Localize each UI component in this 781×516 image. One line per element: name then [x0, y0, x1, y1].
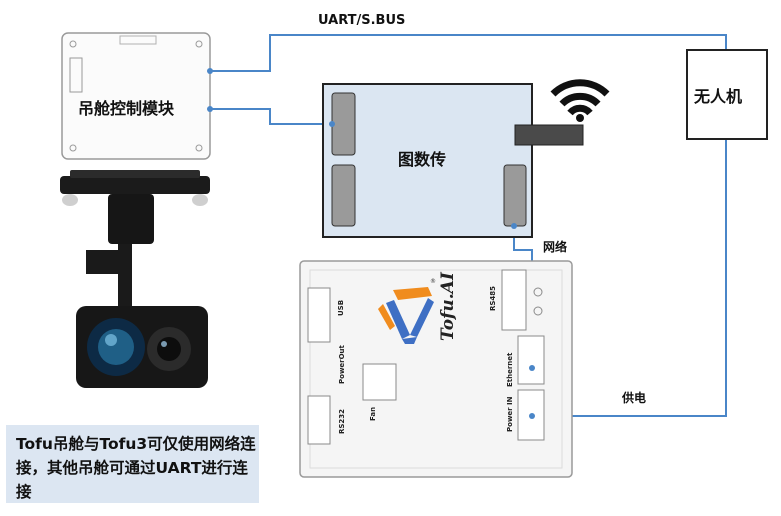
- module-port-net: [207, 106, 213, 112]
- port-label-ethernet: Ethernet: [506, 352, 514, 387]
- drone-label: 无人机: [694, 87, 743, 106]
- drone-box: [686, 49, 768, 140]
- power-label: 供电: [622, 391, 647, 405]
- transmitter-port-bottom: [511, 223, 517, 229]
- power-in-port-dot: [529, 413, 535, 419]
- port-label-usb: USB: [337, 299, 345, 316]
- wire-module-to-transmitter: [212, 108, 332, 125]
- port-label-power-out: PowerOut: [338, 345, 346, 384]
- port-label-rs485: RS485: [489, 285, 497, 311]
- port-label-power-in: Power IN: [506, 396, 514, 432]
- note-box: Tofu吊舱与Tofu3可仅使用网络连接，其他吊舱可通过UART进行连接: [6, 425, 259, 503]
- image-transmitter: [322, 83, 584, 238]
- brand-logo-text: Tofu.AI: [438, 272, 458, 341]
- gimbal-control-module: [61, 32, 213, 160]
- note-text: Tofu吊舱与Tofu3可仅使用网络连接，其他吊舱可通过UART进行连接: [16, 435, 256, 501]
- port-label-fan: Fan: [369, 406, 377, 421]
- wire-uart-sbus: [212, 34, 727, 72]
- ethernet-port-dot: [529, 365, 535, 371]
- tofu-main-unit: [299, 260, 573, 478]
- transmitter-port-left: [329, 121, 335, 127]
- module-port-uart: [207, 68, 213, 74]
- wire-power: [532, 139, 727, 417]
- network-label: 网络: [543, 240, 568, 254]
- port-label-rs232: RS232: [338, 408, 346, 434]
- gimbal-module-label: 吊舱控制模块: [78, 99, 175, 118]
- uart-sbus-label: UART/S.BUS: [318, 13, 406, 28]
- svg-text:®: ®: [430, 278, 436, 285]
- tofu-logo-icon: ®: [378, 278, 436, 344]
- wifi-icon: [550, 79, 610, 122]
- image-transmitter-label: 图数传: [398, 150, 447, 169]
- gimbal-camera: [60, 170, 210, 388]
